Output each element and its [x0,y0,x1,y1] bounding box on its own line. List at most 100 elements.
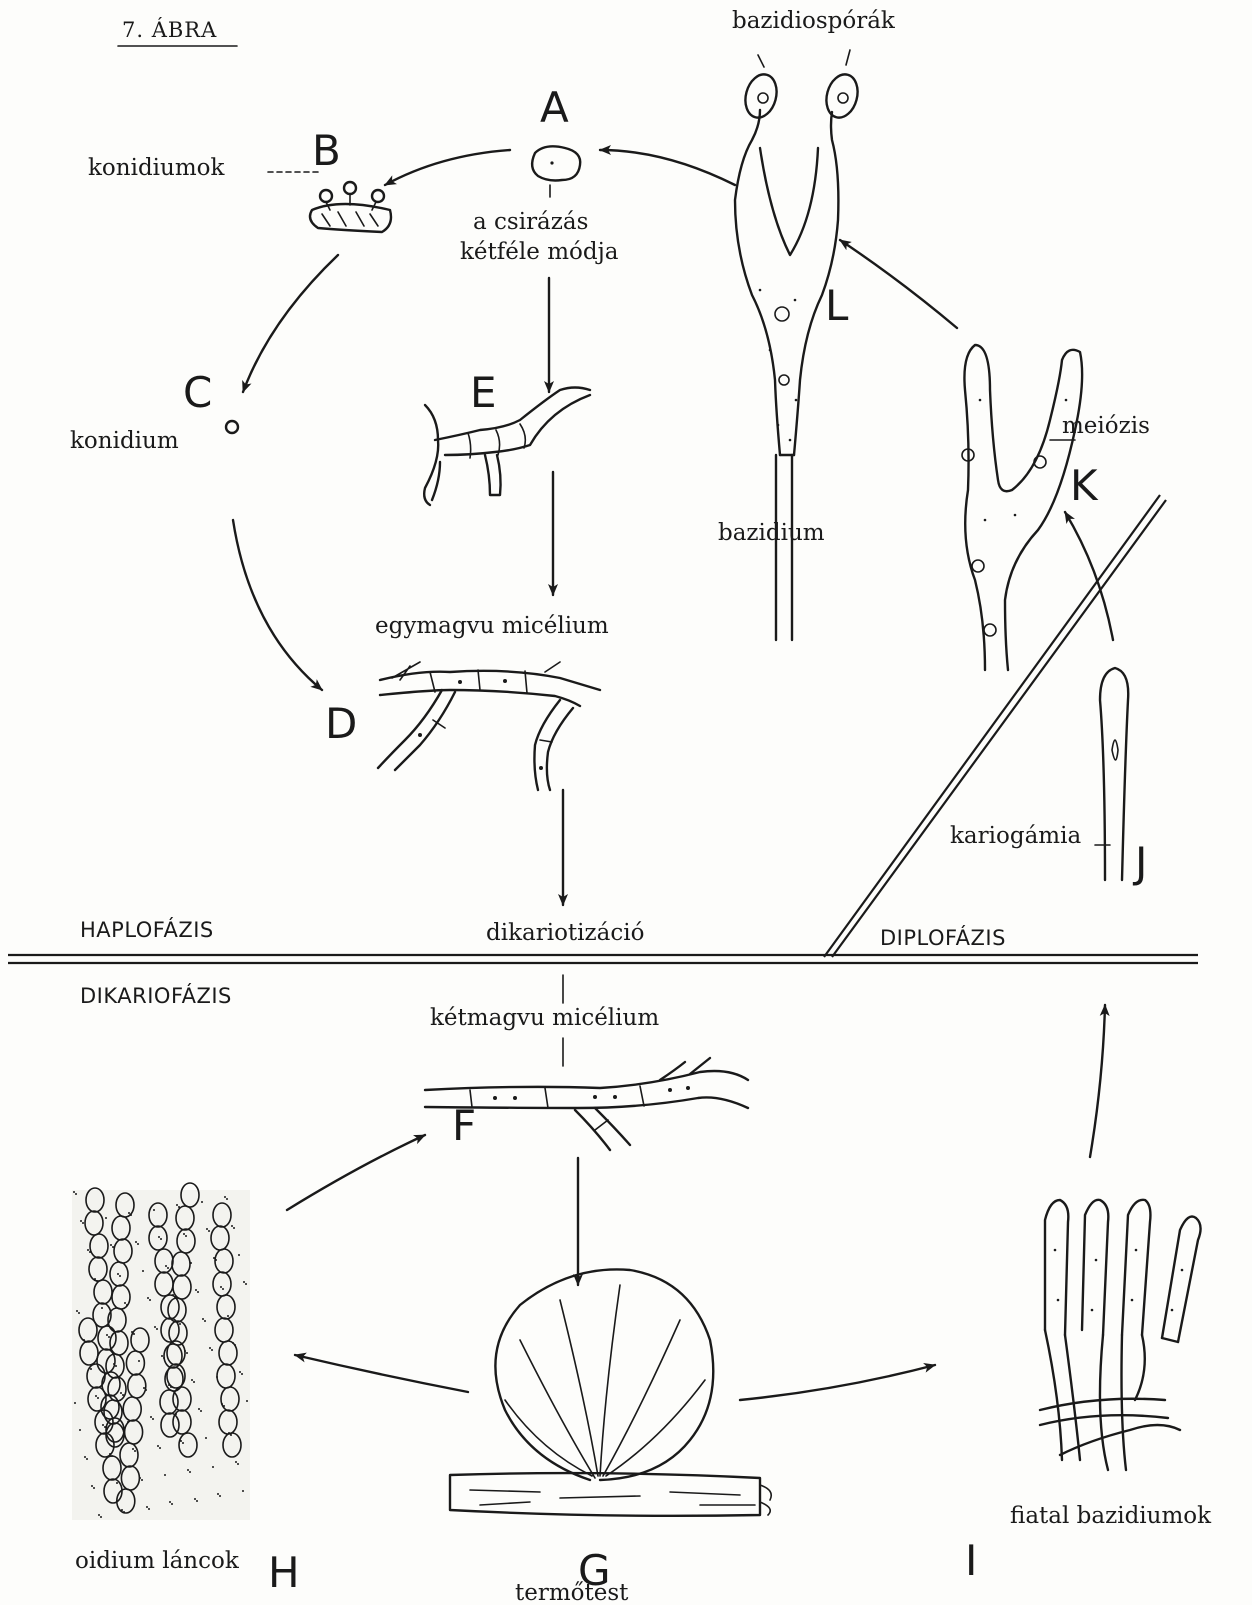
stipple-dot [178,1206,180,1208]
stipple-dot [195,1289,197,1291]
stipple-dot [179,1323,181,1325]
stage-letter-l: L [825,281,849,330]
arrow-c-to-d [233,520,322,690]
stipple-dot [75,1193,77,1195]
stipple-dot [174,1296,176,1298]
meiosis-stage-drawing [962,345,1082,670]
stipple-dot [147,1297,149,1299]
stipple-dot [219,1495,221,1497]
germ-hypha-drawing [424,388,590,506]
stipple-dot [133,1333,135,1335]
stipple-dot [235,1461,237,1463]
stipple-dot [116,1482,118,1484]
stipple-dot [168,1384,170,1386]
stipple-dot [201,1201,203,1203]
stipple-dot [169,1501,171,1503]
stipple-dot [176,1204,178,1206]
stipple-dot [187,1469,189,1471]
stipple-dot [217,1493,219,1495]
label-conidium: konidium [70,428,179,454]
stipple-dot [148,1508,150,1510]
stipple-dot [245,1283,247,1285]
stipple-dot [160,1238,162,1240]
diplophase-diagonal-a [824,495,1160,957]
stipple-dot [211,1349,213,1351]
conidia-cluster-drawing [310,182,391,232]
stipple-dot [171,1503,173,1505]
stipple-dot [137,1243,139,1245]
stipple-dot [80,1220,82,1222]
stipple-dot [205,1437,207,1439]
stipple-dot [164,1474,166,1476]
stipple-dot [79,1429,81,1431]
stipple-dot [200,1410,202,1412]
label-young-basidia: fiatal bazidiumok [1010,1503,1212,1529]
stipple-dot [134,1450,136,1452]
young-basidia-drawing [1040,1200,1201,1470]
stipple-dot [115,1365,117,1367]
haplophase-label: HAPLOFÁZIS [80,917,214,942]
stipple-dot [208,1230,210,1232]
stipple-dot [186,1352,188,1354]
arrow-k-to-l [840,240,957,328]
stipple-dot [228,1432,230,1434]
stage-letter-c: C [183,368,212,417]
stipple-dot [117,1273,119,1275]
label-uninucleate-mycelium: egymagvu micélium [375,613,609,639]
stipple-dot [170,1386,172,1388]
arrow-i-to-j [1090,1005,1105,1157]
stipple-dot [158,1236,160,1238]
stipple-dot [184,1350,186,1352]
dikaryophase-label: DIKARIOFÁZIS [80,983,232,1008]
arrow-j-to-k [1065,512,1113,640]
stipple-dot [183,1233,185,1235]
stipple-dot [172,1294,174,1296]
stage-letter-i: I [965,1536,977,1585]
stipple-dot [110,1244,112,1246]
stipple-dot [163,1357,165,1359]
stipple-dot [138,1360,140,1362]
stipple-dot [86,1458,88,1460]
stipple-dot [157,1445,159,1447]
stipple-dot [146,1506,148,1508]
stipple-dot [222,1288,224,1290]
stipple-dot [139,1477,141,1479]
stage-letter-j: J [1132,838,1147,887]
label-germination-1: a csirázás [473,209,588,235]
label-oidium-chains: oidium láncok [75,1548,240,1574]
stage-letter-e: E [470,368,497,417]
stipple-dot [91,1485,93,1487]
stipple-dot [73,1191,75,1193]
figure-title: 7. ÁBRA [122,18,217,42]
stipple-dot [180,1440,182,1442]
stipple-dot [204,1320,206,1322]
stipple-dot [135,1241,137,1243]
stipple-dot [119,1275,121,1277]
stipple-dot [223,1405,225,1407]
stipple-dot [97,1397,99,1399]
stipple-dot [101,1307,103,1309]
stipple-dot [227,1315,229,1317]
stipple-dot [167,1267,169,1269]
stipple-dot [153,1209,155,1211]
stipple-dot [120,1392,122,1394]
stipple-dot [131,1331,133,1333]
stipple-dot [111,1455,113,1457]
stipple-dot [104,1426,106,1428]
stipple-dot [197,1291,199,1293]
stage-letter-a: A [540,83,569,132]
stipple-dot [96,1280,98,1282]
stipple-dot [128,1212,130,1214]
karyogamy-drawing [1095,668,1128,880]
stipple-dot [149,1299,151,1301]
stipple-dot [78,1312,80,1314]
conidium-drawing [226,421,238,433]
stipple-dot [143,1387,145,1389]
stipple-dot [132,1448,134,1450]
stipple-dot [123,1511,125,1513]
diplophase-diagonal-b [832,500,1166,957]
stipple-dot [159,1447,161,1449]
stipple-dot [194,1498,196,1500]
stipple-dot [206,1228,208,1230]
